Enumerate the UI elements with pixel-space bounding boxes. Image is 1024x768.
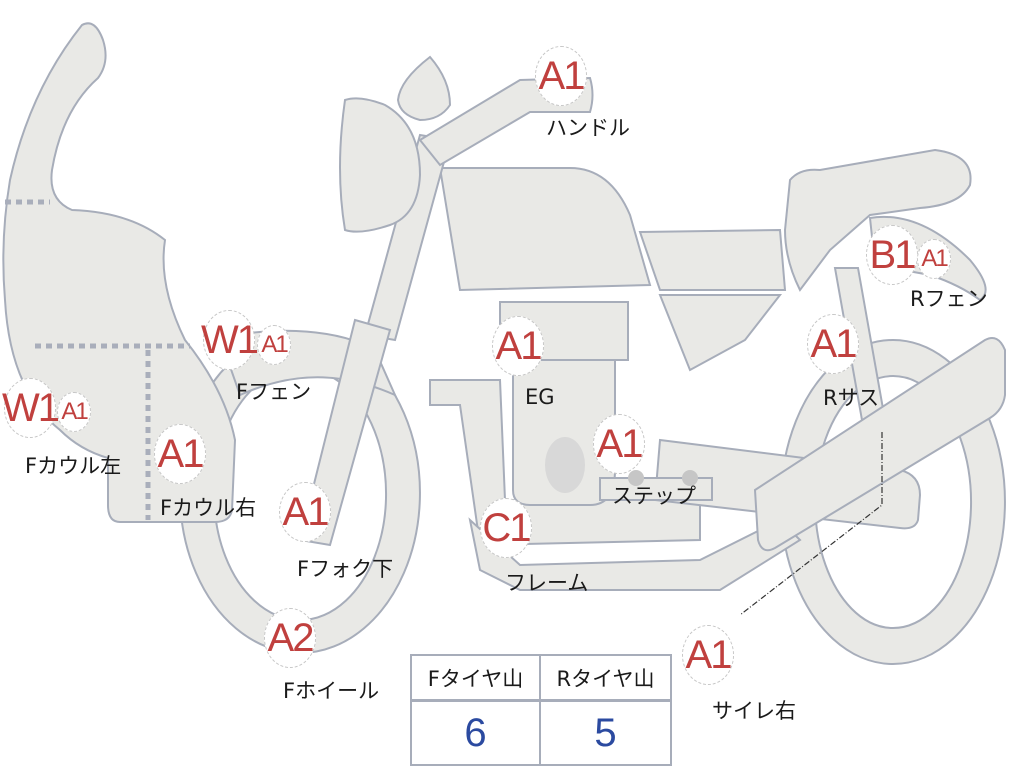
engine-cover: [545, 437, 585, 493]
rear-tire-value: 5: [594, 710, 617, 755]
label-muffler-right: サイレ右: [712, 699, 796, 723]
label-r-suspension: Rサス: [823, 386, 880, 410]
grade-badge-f-fender-2: A1: [257, 325, 291, 365]
leader-line: [739, 432, 883, 616]
grade-badge-f-cowl-left-1: W1: [2, 378, 60, 438]
grade-badge-r-suspension: A1: [807, 314, 859, 374]
grade-badge-step: A1: [593, 414, 645, 474]
side-cover-lower: [658, 294, 783, 372]
grade-badge-r-fender-1: B1: [866, 225, 918, 285]
label-handle: ハンドル: [546, 116, 630, 140]
grade-badge-f-fender-1: W1: [201, 310, 259, 370]
frame-lower: [468, 517, 802, 591]
label-step: ステップ: [612, 484, 696, 508]
side-cover: [638, 228, 787, 291]
label-f-wheel: Fホイール: [283, 679, 380, 703]
headlight: [339, 97, 422, 233]
grade-badge-engine: A1: [492, 316, 544, 376]
label-f-fork-lower: Fフォク下: [297, 557, 394, 581]
grade-badge-f-cowl-left-2: A1: [57, 392, 91, 432]
front-fork-lower: [298, 318, 392, 547]
muffler: [753, 337, 1006, 552]
label-f-cowl-right: Fカウル右: [160, 496, 257, 520]
grade-badge-muffler-right: A1: [682, 625, 734, 685]
fuel-tank: [438, 167, 652, 292]
tire-tread-table: Fタイヤ山 Rタイヤ山 6 5: [410, 654, 672, 766]
grade-badge-handle: A1: [535, 46, 587, 106]
grade-badge-f-wheel: A2: [264, 608, 316, 668]
mirror: [396, 55, 452, 122]
label-f-cowl-left: Fカウル左: [25, 454, 122, 478]
rear-tire-header: Rタイヤ山: [541, 656, 670, 702]
grade-badge-r-fender-2: A1: [917, 239, 951, 279]
label-f-fender: Fフェン: [236, 380, 312, 404]
grade-badge-frame: C1: [480, 498, 532, 558]
label-r-fender: Rフェン: [910, 287, 988, 311]
grade-badge-f-fork-lower: A1: [279, 482, 331, 542]
front-tire-header: Fタイヤ山: [412, 656, 541, 702]
grade-badge-f-cowl-right: A1: [154, 424, 206, 484]
label-engine: EG: [525, 385, 555, 409]
seat: [783, 148, 972, 292]
label-frame: フレーム: [505, 571, 589, 595]
front-tire-value: 6: [412, 702, 541, 764]
step-bar: [599, 477, 713, 501]
